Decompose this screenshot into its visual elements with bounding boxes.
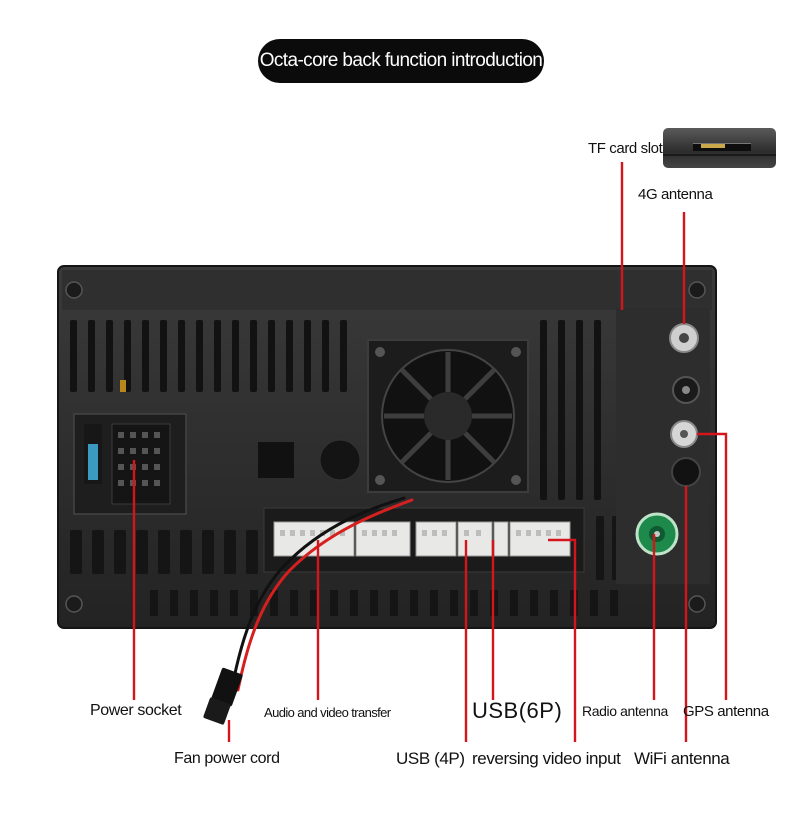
screw-icon	[688, 281, 706, 299]
power-socket-connector	[73, 413, 187, 515]
fan-plug-icon	[203, 667, 243, 725]
vent-slots-upper	[70, 320, 347, 392]
label-reversing-video-input: reversing video input	[472, 749, 621, 768]
vent-slots-bottom	[150, 590, 618, 616]
label-audio-video-transfer: Audio and video transfer	[264, 705, 391, 720]
radio-antenna-port	[635, 512, 679, 556]
wifi-antenna-port	[672, 376, 700, 404]
label-gps-antenna: GPS antenna	[683, 703, 769, 720]
fan-power-cord	[230, 496, 414, 692]
fm-antenna-plug	[671, 457, 701, 487]
page-title: Octa-core back function introduction	[258, 39, 544, 83]
label-wifi-antenna: WiFi antenna	[634, 749, 730, 768]
pointer-lines	[132, 162, 728, 742]
label-4g-antenna: 4G antenna	[638, 186, 713, 203]
label-fan-power-cord: Fan power cord	[174, 750, 280, 767]
tf-card-slot-photo	[663, 128, 776, 168]
label-radio-antenna: Radio antenna	[582, 703, 668, 719]
label-power-socket: Power socket	[90, 702, 182, 719]
label-usb-4p: USB (4P)	[396, 749, 465, 768]
vent-slots-right	[540, 320, 601, 500]
label-tf-card-slot: TF card slot	[588, 140, 663, 157]
cooling-fan-icon	[367, 339, 529, 493]
screw-icon	[65, 281, 83, 299]
screw-icon	[65, 595, 83, 613]
label-usb-6p: USB(6P)	[472, 698, 563, 723]
gps-antenna-port	[670, 420, 698, 448]
screw-icon	[688, 595, 706, 613]
antenna-4g-port	[669, 323, 699, 353]
